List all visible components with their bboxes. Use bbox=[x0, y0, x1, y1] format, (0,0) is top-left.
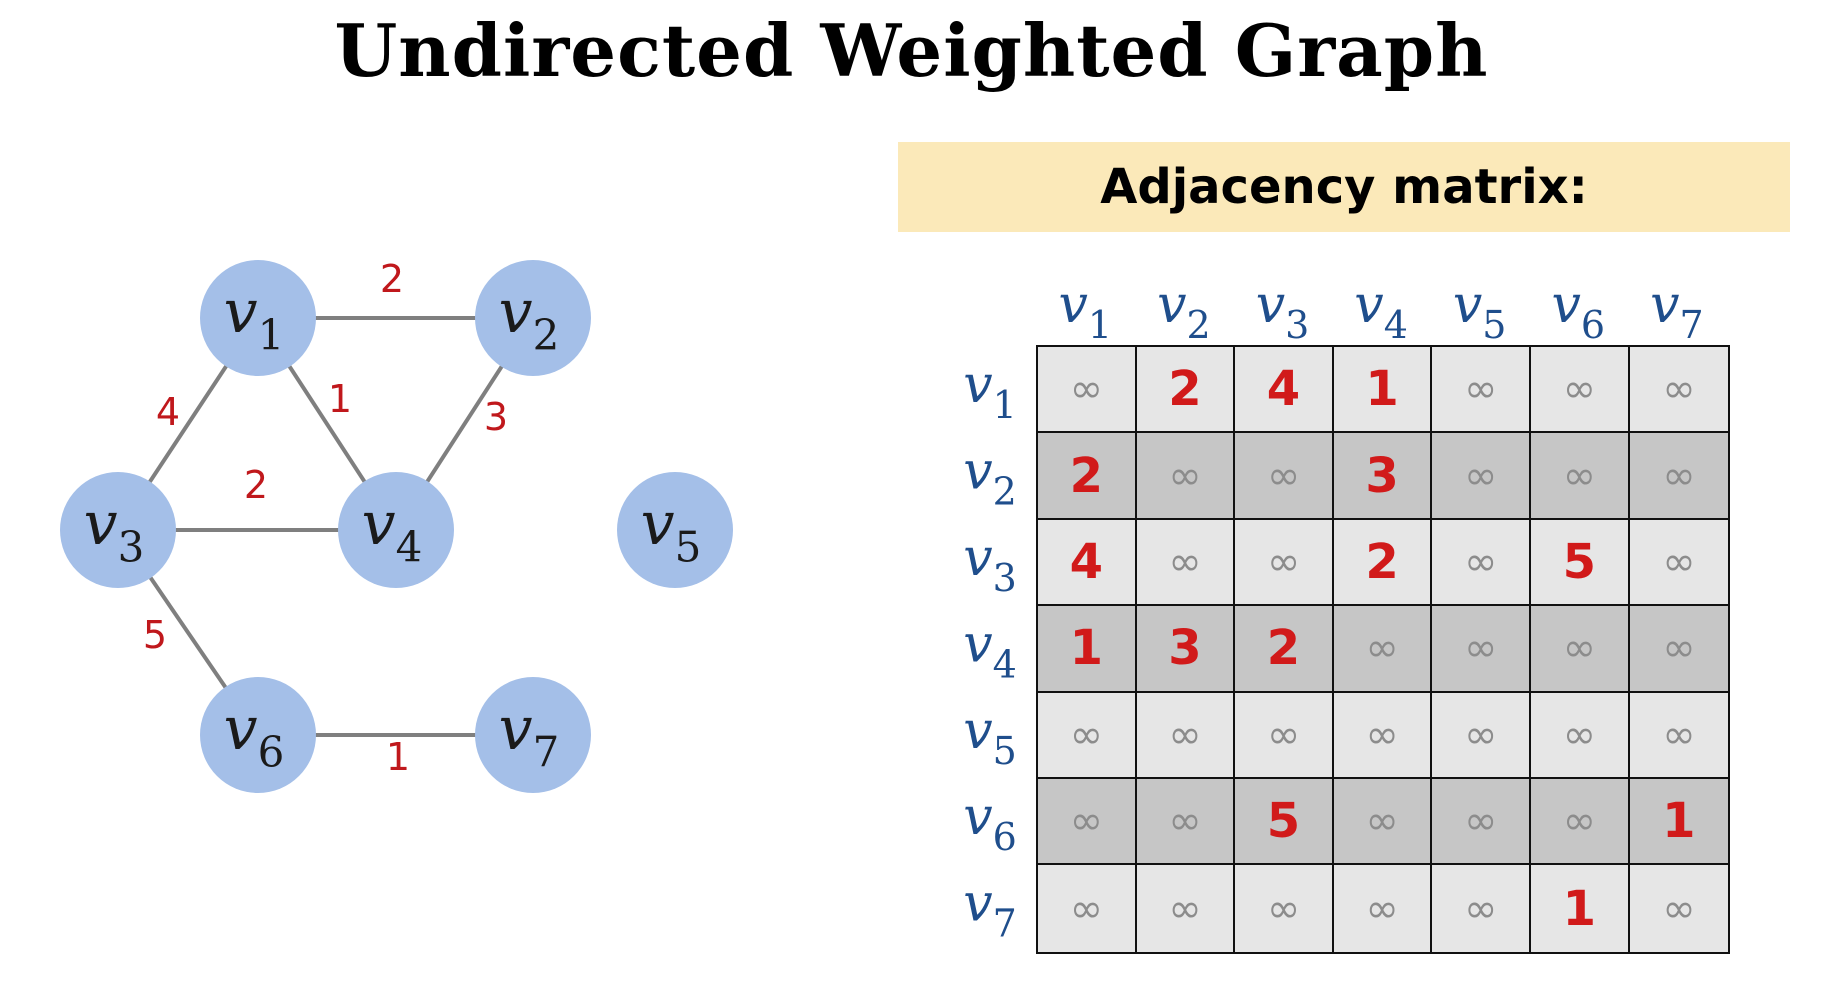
matrix-cell-r3-c3: ∞ bbox=[1235, 519, 1334, 607]
matrix-cell-r7-c7: ∞ bbox=[1629, 865, 1729, 952]
node-v5 bbox=[617, 472, 733, 588]
node-label-v2: v2 bbox=[499, 277, 560, 360]
matrix-banner-label: Adjacency matrix: bbox=[1100, 159, 1588, 215]
col-header-5: v5 bbox=[1453, 275, 1507, 347]
row-header-6: v6 bbox=[963, 787, 1017, 859]
matrix-cell-r6-c1: ∞ bbox=[1038, 778, 1137, 866]
row-header-1: v1 bbox=[963, 355, 1017, 427]
node-label-v5: v5 bbox=[641, 489, 702, 572]
matrix-cell-r5-c4: ∞ bbox=[1333, 692, 1433, 779]
edges-layer: 2 4 1 3 2 5 1 bbox=[116, 257, 535, 779]
matrix-cell-r5-c5: ∞ bbox=[1432, 692, 1531, 779]
matrix-cell-r3-c5: ∞ bbox=[1432, 519, 1531, 607]
matrix-cell-r5-c3: ∞ bbox=[1235, 692, 1334, 779]
matrix-cell-r3-c7: ∞ bbox=[1629, 519, 1729, 607]
matrix-cell-r5-c6: ∞ bbox=[1530, 692, 1630, 779]
matrix-cell-r4-c4: ∞ bbox=[1333, 606, 1433, 693]
matrix-cell-r4-c6: ∞ bbox=[1530, 606, 1630, 693]
node-v4 bbox=[338, 472, 454, 588]
matrix-cell-r7-c4: ∞ bbox=[1333, 865, 1433, 952]
edge-weight-v1-v3: 4 bbox=[156, 390, 180, 434]
edge-weight-v2-v4: 3 bbox=[484, 395, 508, 439]
matrix-cell-r6-c2: ∞ bbox=[1136, 778, 1236, 866]
matrix-cell-r4-c7: ∞ bbox=[1629, 606, 1729, 693]
edge-weight-v6-v7: 1 bbox=[386, 735, 410, 779]
edge-weight-v1-v4: 1 bbox=[328, 377, 352, 421]
matrix-cell-r3-c2: ∞ bbox=[1136, 519, 1236, 607]
row-header-5: v5 bbox=[963, 701, 1017, 773]
col-header-3: v3 bbox=[1256, 275, 1310, 347]
matrix-cell-r6-c4: ∞ bbox=[1333, 778, 1433, 866]
matrix-cell-r4-c2: 3 bbox=[1136, 606, 1236, 693]
row-header-4: v4 bbox=[963, 614, 1017, 686]
matrix-cell-r2-c3: ∞ bbox=[1235, 433, 1334, 520]
matrix-cell-r2-c4: 3 bbox=[1333, 433, 1433, 520]
matrix-cell-r7-c1: ∞ bbox=[1038, 865, 1137, 952]
matrix-cell-r6-c6: ∞ bbox=[1530, 778, 1630, 866]
nodes-layer: v1 v2 v3 v4 v5 v6 v7 bbox=[60, 260, 733, 793]
matrix-cell-r4-c3: 2 bbox=[1235, 606, 1334, 693]
row-header-2: v2 bbox=[963, 442, 1017, 514]
matrix-cell-r2-c6: ∞ bbox=[1530, 433, 1630, 520]
edge-weight-v3-v4: 2 bbox=[244, 463, 268, 507]
matrix-cell-r2-c2: ∞ bbox=[1136, 433, 1236, 520]
matrix-axis-labels: v1 v1 v2 v2 v3 v3 v4 v4 v5 v5 v6 v6 v7 v7 bbox=[963, 275, 1703, 946]
matrix-cell-r4-c1: 1 bbox=[1038, 606, 1137, 693]
node-label-v7: v7 bbox=[499, 694, 560, 777]
matrix-cell-r5-c2: ∞ bbox=[1136, 692, 1236, 779]
matrix-cell-r7-c5: ∞ bbox=[1432, 865, 1531, 952]
edge-weight-v3-v6: 5 bbox=[143, 613, 167, 657]
matrix-cell-r1-c3: 4 bbox=[1235, 347, 1334, 434]
matrix-cell-r3-c4: 2 bbox=[1333, 519, 1433, 607]
node-v6 bbox=[200, 677, 316, 793]
matrix-cell-r1-c7: ∞ bbox=[1629, 347, 1729, 434]
node-label-v1: v1 bbox=[224, 277, 285, 360]
matrix-cell-r6-c7: 1 bbox=[1629, 778, 1729, 866]
node-v3 bbox=[60, 472, 176, 588]
col-header-7: v7 bbox=[1650, 275, 1704, 347]
matrix-cell-r2-c5: ∞ bbox=[1432, 433, 1531, 520]
col-header-1: v1 bbox=[1059, 275, 1113, 347]
matrix-cell-r1-c2: 2 bbox=[1136, 347, 1236, 434]
node-label-v6: v6 bbox=[224, 694, 285, 777]
matrix-cell-r5-c1: ∞ bbox=[1038, 692, 1137, 779]
node-v1 bbox=[200, 260, 316, 376]
matrix-cell-r2-c1: 2 bbox=[1038, 433, 1137, 520]
matrix-cell-r1-c6: ∞ bbox=[1530, 347, 1630, 434]
col-header-6: v6 bbox=[1552, 275, 1606, 347]
matrix-cell-r2-c7: ∞ bbox=[1629, 433, 1729, 520]
node-v7 bbox=[475, 677, 591, 793]
matrix-cell-r1-c5: ∞ bbox=[1432, 347, 1531, 434]
matrix-cell-r3-c1: 4 bbox=[1038, 519, 1137, 607]
matrix-cell-r6-c3: 5 bbox=[1235, 778, 1334, 866]
row-header-7: v7 bbox=[963, 874, 1017, 946]
matrix-cell-r4-c5: ∞ bbox=[1432, 606, 1531, 693]
matrix-cell-r3-c6: 5 bbox=[1530, 519, 1630, 607]
matrix-banner: Adjacency matrix: bbox=[898, 142, 1790, 232]
row-header-3: v3 bbox=[963, 528, 1017, 600]
matrix-cell-r1-c4: 1 bbox=[1333, 347, 1433, 434]
matrix-cell-r5-c7: ∞ bbox=[1629, 692, 1729, 779]
matrix-cell-r7-c2: ∞ bbox=[1136, 865, 1236, 952]
matrix-cell-r6-c5: ∞ bbox=[1432, 778, 1531, 866]
node-label-v3: v3 bbox=[84, 489, 145, 572]
col-header-2: v2 bbox=[1157, 275, 1211, 347]
edge-weight-v1-v2: 2 bbox=[380, 257, 404, 301]
page-title: Undirected Weighted Graph bbox=[334, 8, 1489, 93]
node-label-v4: v4 bbox=[362, 489, 423, 572]
matrix-cell-r7-c3: ∞ bbox=[1235, 865, 1334, 952]
node-v2 bbox=[475, 260, 591, 376]
col-header-4: v4 bbox=[1354, 275, 1408, 347]
matrix-cell-r1-c1: ∞ bbox=[1038, 347, 1137, 434]
matrix-cell-r7-c6: 1 bbox=[1530, 865, 1630, 952]
